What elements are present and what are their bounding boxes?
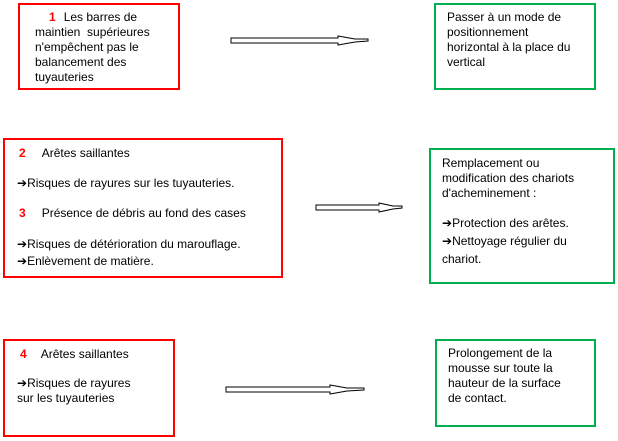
consequence: Risques de rayures xyxy=(27,376,131,390)
solution-box-2: Remplacement ou modification des chariot… xyxy=(429,148,615,284)
problem-title: Présence de débris au fond des cases xyxy=(41,206,246,220)
solution-line: Remplacement ou xyxy=(442,156,540,170)
solution-box-1: Passer à un mode de positionnement horiz… xyxy=(434,3,596,90)
solution-line: Prolongement de la xyxy=(448,346,553,360)
problem-line: tuyauteries xyxy=(35,70,94,84)
arrow-bullet-icon: ➔ xyxy=(17,376,28,390)
solution-line: modification des chariots xyxy=(442,171,575,185)
arrow-bullet-icon: ➔ xyxy=(17,254,28,268)
arrow-right-icon xyxy=(230,35,369,46)
problem-box-1: 1 Les barres de maintien supérieures n'em… xyxy=(18,3,180,90)
problem-line: n'empêchent pas le xyxy=(35,40,139,54)
problem-line: balancement des xyxy=(35,55,127,69)
problem-title: Arêtes saillantes xyxy=(40,347,129,361)
problem-line: maintien supérieures xyxy=(35,25,150,39)
solution-line: Passer à un mode de xyxy=(447,10,562,24)
problem-number: 1 xyxy=(49,10,56,24)
solution-bullet: Protection des arêtes. xyxy=(452,216,569,230)
solution-box-3: Prolongement de la mousse sur toute la h… xyxy=(435,339,596,427)
solution-line: de contact. xyxy=(448,391,507,405)
arrow-bullet-icon: ➔ xyxy=(442,234,453,248)
solution-line: horizontal à la place du xyxy=(447,40,571,54)
solution-line: positionnement xyxy=(447,25,529,39)
consequence: sur les tuyauteries xyxy=(17,391,115,405)
solution-line: d'acheminement : xyxy=(442,186,537,200)
solution-line: chariot. xyxy=(442,252,482,266)
problem-box-4: 4 Arêtes saillantes ➔Risques de rayures s… xyxy=(3,339,175,437)
arrow-bullet-icon: ➔ xyxy=(442,216,453,230)
solution-line: hauteur de la surface xyxy=(448,376,561,390)
arrow-right-icon xyxy=(225,384,365,395)
consequence: Risques de rayures sur les tuyauteries. xyxy=(27,176,235,190)
problem-number: 4 xyxy=(20,347,27,361)
solution-line: vertical xyxy=(447,55,486,69)
consequence: Enlèvement de matière. xyxy=(27,254,154,268)
arrow-bullet-icon: ➔ xyxy=(17,176,28,190)
problem-title: Les barres de xyxy=(63,10,138,24)
problem-number: 2 xyxy=(19,146,26,160)
arrow-right-icon xyxy=(315,202,403,213)
problem-number: 3 xyxy=(19,206,26,220)
solution-line: mousse sur toute la xyxy=(448,361,553,375)
solution-bullet: Nettoyage régulier du xyxy=(452,234,567,248)
problem-title: Arêtes saillantes xyxy=(41,146,130,160)
arrow-bullet-icon: ➔ xyxy=(17,237,28,251)
consequence: Risques de détérioration du marouflage. xyxy=(27,237,241,251)
